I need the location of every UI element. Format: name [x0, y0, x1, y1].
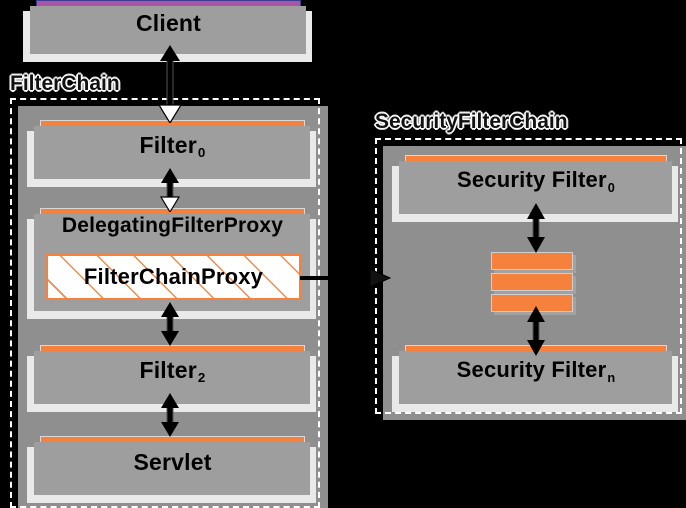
node-filter-2: Filter2: [27, 345, 316, 412]
node-security-filter-n-label: Security Filtern: [456, 357, 616, 385]
arrow-filter2-to-servlet: [152, 393, 188, 437]
container-filterchain: [10, 98, 320, 508]
node-delegatingfilterproxy: DelegatingFilterProxy FilterChainProxy: [27, 208, 316, 319]
arrow-ellipsis-to-securityfiltern: [518, 306, 554, 356]
node-security-filter-0: Security Filter0: [392, 155, 678, 222]
filterchain-title: FilterChain: [10, 72, 120, 95]
arrow-filter0-to-delegatingfilterproxy: [152, 168, 188, 214]
node-client: Client: [23, 0, 312, 62]
node-filter-0-label: Filter0: [139, 131, 206, 161]
ellipsis-bar-1: [491, 252, 573, 270]
arrow-filterchainproxy-to-filter2: [152, 302, 188, 346]
node-servlet-label: Servlet: [133, 448, 212, 475]
ellipsis-bar-3: [491, 294, 573, 312]
ellipsis-bar-2: [491, 273, 573, 291]
node-security-filter-0-label: Security Filter0: [456, 167, 615, 195]
node-client-label: Client: [135, 10, 202, 36]
node-filterchainproxy-label: FilterChainProxy: [83, 264, 264, 289]
node-security-filter-n: Security Filtern: [392, 345, 678, 412]
node-servlet: Servlet: [27, 436, 316, 503]
node-filter-2-label: Filter2: [139, 356, 206, 386]
arrow-securityfilter0-to-ellipsis: [518, 203, 554, 253]
node-filter-0: Filter0: [27, 120, 316, 187]
node-filterchainproxy: FilterChainProxy: [46, 254, 301, 300]
arrow-client-to-filter0: [152, 45, 188, 125]
securityfilterchain-title: SecurityFilterChain: [375, 110, 568, 133]
node-delegatingfilterproxy-label: DelegatingFilterProxy: [61, 214, 284, 237]
arrow-filterchainproxy-to-securityfilterchain: [300, 266, 392, 290]
